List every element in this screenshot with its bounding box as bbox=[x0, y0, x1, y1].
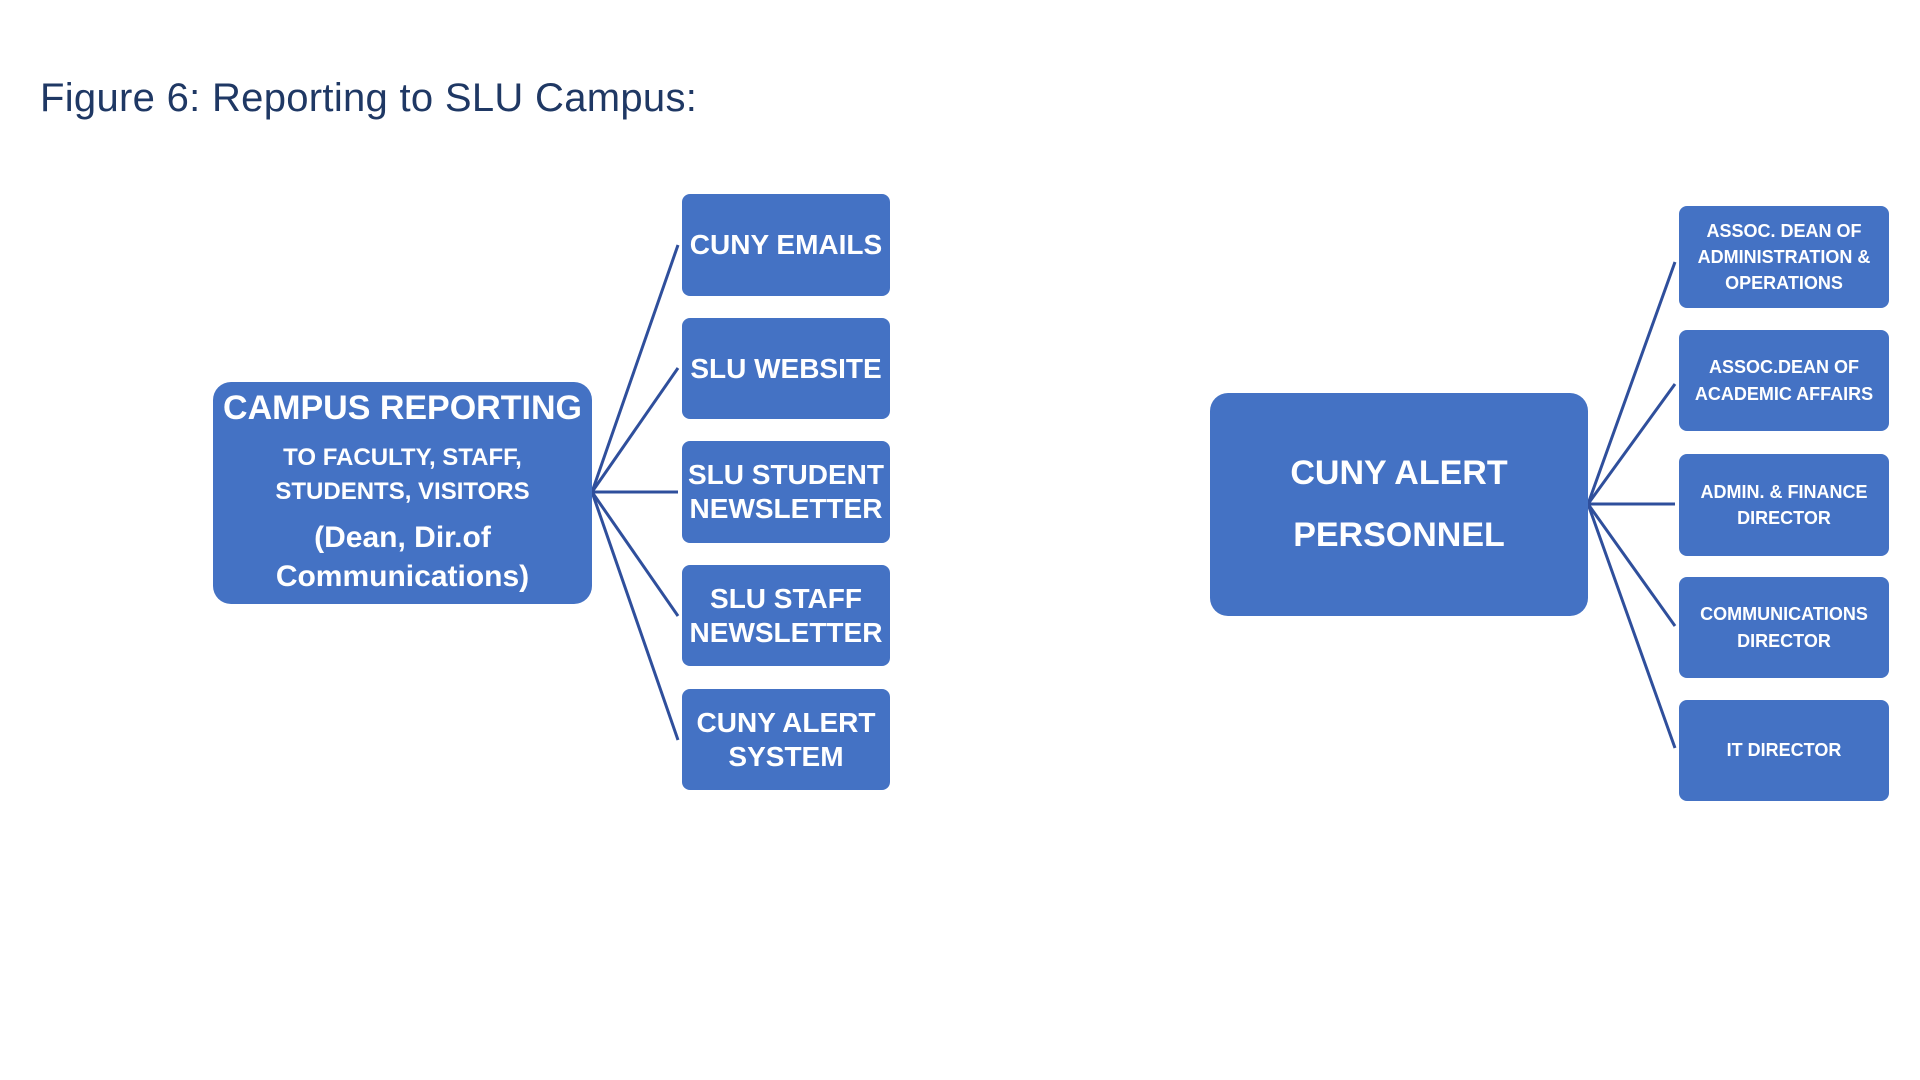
connector-left-2 bbox=[590, 367, 680, 493]
cuny-alert-personnel-label: CUNY ALERT PERSONNEL bbox=[1290, 454, 1508, 554]
channel-label: CUNY EMAILS bbox=[689, 229, 883, 261]
campus-reporting-responsible: (Dean, Dir.of Communications) bbox=[275, 521, 530, 594]
channel-label: SLU STAFF NEWSLETTER bbox=[689, 582, 883, 648]
channel-label: CUNY ALERT SYSTEM bbox=[696, 706, 876, 772]
left-connectors bbox=[590, 244, 680, 741]
channel-slu-website: SLU WEBSITE bbox=[682, 318, 890, 419]
campus-reporting-box: CAMPUS REPORTING TO FACULTY, STAFF, STUD… bbox=[213, 382, 592, 604]
channel-label: SLU STUDENT NEWSLETTER bbox=[688, 459, 884, 524]
channel-cuny-emails: CUNY EMAILS bbox=[682, 194, 890, 296]
cuny-alert-personnel-box: CUNY ALERT PERSONNEL bbox=[1210, 393, 1588, 616]
channel-cuny-alert-system: CUNY ALERT SYSTEM bbox=[682, 689, 890, 790]
personnel-assoc-dean-academic-affairs: ASSOC.DEAN OF ACADEMIC AFFAIRS bbox=[1679, 330, 1889, 431]
connector-left-4 bbox=[590, 491, 680, 617]
channel-label: SLU WEBSITE bbox=[690, 352, 882, 384]
personnel-communications-director: COMMUNICATIONS DIRECTOR bbox=[1679, 577, 1889, 678]
personnel-label: ASSOC. DEAN OF ADMINISTRATION & OPERATIO… bbox=[1697, 220, 1871, 294]
personnel-label: IT DIRECTOR bbox=[1726, 740, 1842, 761]
channel-slu-student-newsletter: SLU STUDENT NEWSLETTER bbox=[682, 441, 890, 543]
personnel-label: COMMUNICATIONS DIRECTOR bbox=[1700, 604, 1868, 651]
connector-left-1 bbox=[590, 244, 680, 493]
personnel-admin-finance-director: ADMIN. & FINANCE DIRECTOR bbox=[1679, 454, 1889, 556]
figure-title: Figure 6: Reporting to SLU Campus: bbox=[40, 76, 698, 120]
connector-left-5 bbox=[590, 491, 680, 741]
campus-reporting-audience: TO FACULTY, STAFF, STUDENTS, VISITORS bbox=[275, 444, 530, 505]
connector-right-4 bbox=[1586, 503, 1677, 627]
connector-right-5 bbox=[1586, 503, 1677, 749]
personnel-it-director: IT DIRECTOR bbox=[1679, 700, 1889, 801]
right-connectors bbox=[1586, 261, 1677, 749]
connector-right-1 bbox=[1586, 261, 1677, 505]
channel-slu-staff-newsletter: SLU STAFF NEWSLETTER bbox=[682, 565, 890, 666]
campus-reporting-heading: CAMPUS REPORTING bbox=[223, 388, 582, 427]
personnel-label: ASSOC.DEAN OF ACADEMIC AFFAIRS bbox=[1694, 357, 1874, 404]
personnel-assoc-dean-admin-ops: ASSOC. DEAN OF ADMINISTRATION & OPERATIO… bbox=[1679, 206, 1889, 308]
connector-right-2 bbox=[1586, 383, 1677, 505]
personnel-label: ADMIN. & FINANCE DIRECTOR bbox=[1700, 481, 1868, 528]
